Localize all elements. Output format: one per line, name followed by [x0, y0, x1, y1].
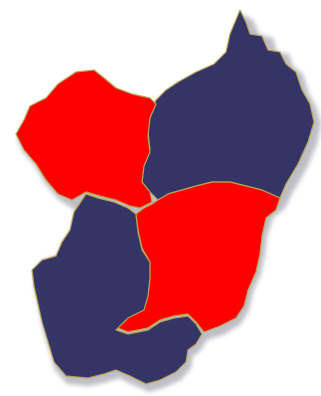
- region-northwest[interactable]: [15, 69, 157, 209]
- region-south-central[interactable]: [117, 181, 281, 333]
- region-northeast[interactable]: [141, 9, 315, 201]
